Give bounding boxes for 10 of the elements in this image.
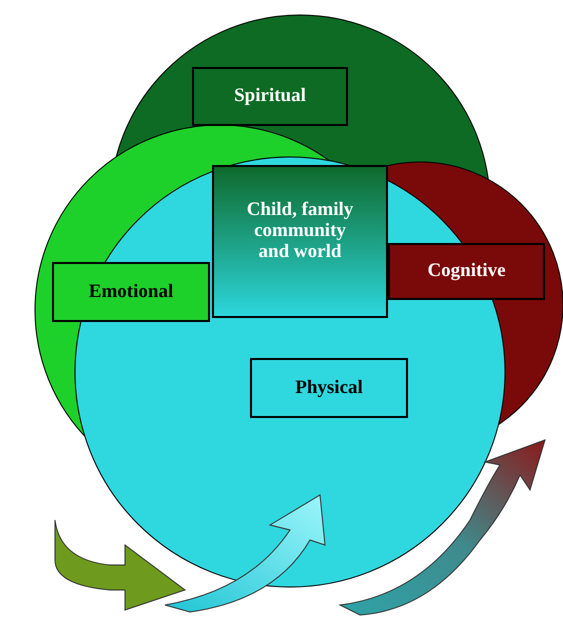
node-label: Spiritual [234, 86, 306, 107]
label-box [52, 262, 210, 322]
node-label: Child, family community and world [246, 200, 354, 263]
label-box [192, 67, 348, 126]
label-box [388, 243, 545, 300]
label-box [250, 358, 408, 418]
node-label: Cognitive [427, 261, 506, 282]
center-box [212, 165, 388, 318]
node-label: Emotional [88, 282, 174, 302]
node-label: Physical [295, 378, 363, 398]
